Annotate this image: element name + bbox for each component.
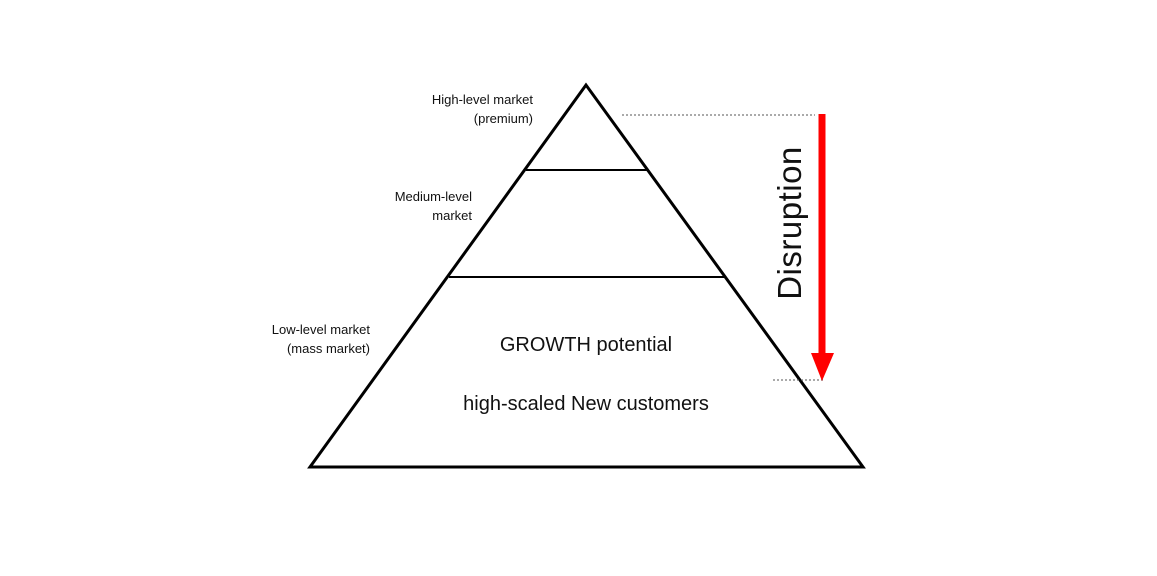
label-high-line-1: High-level market [431, 92, 533, 107]
label-low-level-market: Low-level market (mass market) [272, 320, 370, 358]
label-medium-level-market: Medium-level market [395, 187, 472, 225]
label-low-line-2: (mass market) [286, 341, 370, 356]
disruption-arrow-head [811, 353, 834, 381]
label-medium-line-1: Medium-level [394, 189, 472, 204]
growth-potential-text: GROWTH potential [499, 334, 673, 356]
disruption-label: Disruption [771, 146, 808, 300]
new-customers-text: high-scaled New customers [463, 393, 709, 415]
disruption-arrow [811, 114, 834, 381]
label-high-line-2: (premium) [473, 111, 533, 126]
label-high-level-market: High-level market (premium) [432, 90, 533, 128]
pyramid-outline [307, 82, 866, 469]
label-medium-line-2: market [432, 208, 472, 223]
label-low-line-1: Low-level market [271, 322, 370, 337]
